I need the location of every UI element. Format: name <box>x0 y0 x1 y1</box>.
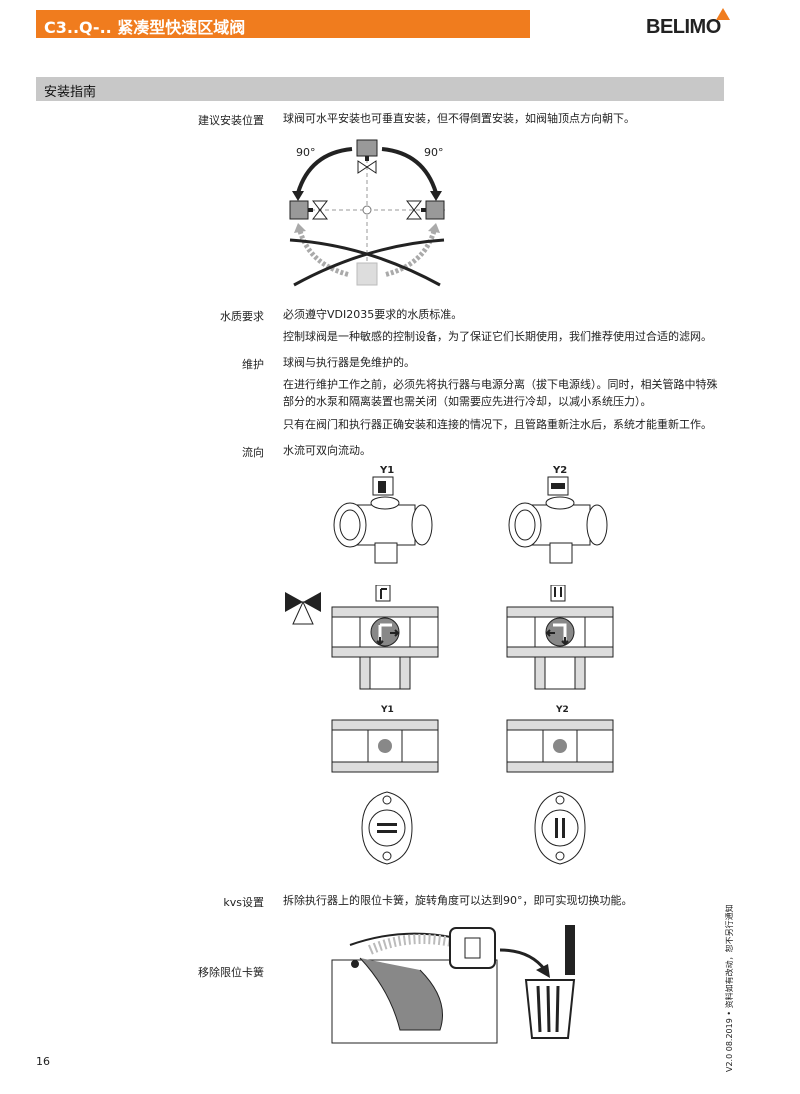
logo-mark-icon <box>716 8 730 20</box>
flange-top-y2-drawing <box>534 791 586 865</box>
install-position-text: 球阀可水平安装也可垂直安装，但不得倒置安装，如阀轴顶点方向朝下。 <box>283 112 635 125</box>
section-title: 安装指南 <box>44 85 97 100</box>
install-orientation-diagram <box>289 139 445 287</box>
revision-note: V2.0 08.2019 • 资料如有改动，恕不另行通知 <box>725 904 734 1072</box>
angle-right-label: 90° <box>424 146 444 159</box>
kvs-label: kvs设置 <box>223 896 264 909</box>
flange-top-y1-drawing <box>361 791 413 865</box>
maintenance-text-2: 在进行维护工作之前，必须先将执行器与电源分离（拔下电源线）。同时，相关管路中特殊… <box>283 378 718 408</box>
angle-left-label: 90° <box>296 146 316 159</box>
belimo-logo: BELIMO <box>646 16 721 38</box>
install-position-label: 建议安装位置 <box>198 114 264 127</box>
maintenance-label: 维护 <box>242 358 264 371</box>
remove-spring-label: 移除限位卡簧 <box>198 966 264 979</box>
header-bar <box>36 10 530 38</box>
water-quality-label: 水质要求 <box>220 310 264 323</box>
three-way-valve-symbol-icon <box>285 592 321 625</box>
kvs-text: 拆除执行器上的限位卡簧，旋转角度可以达到90°，即可实现切换功能。 <box>283 894 633 907</box>
page-number: 16 <box>36 1055 50 1068</box>
y2-label: Y2 <box>553 465 568 476</box>
valve-body-y2-drawing <box>508 476 608 564</box>
maintenance-text-1: 球阀与执行器是免维护的。 <box>283 356 415 369</box>
section-bar <box>36 77 724 101</box>
flow-text: 水流可双向流动。 <box>283 444 371 457</box>
y1-rotation-label: Y1 <box>381 705 394 715</box>
flow-label: 流向 <box>242 446 264 459</box>
y2-rotation-label: Y2 <box>556 705 569 715</box>
y1-label: Y1 <box>380 465 395 476</box>
valve-section-y1-drawing <box>331 585 439 690</box>
maintenance-text-3: 只有在阀门和执行器正确安装和连接的情况下，且管路重新注水后，系统才能重新工作。 <box>283 418 712 431</box>
valve-section-y2-drawing <box>506 585 614 690</box>
water-quality-text-1: 必须遵守VDI2035要求的水质标准。 <box>283 308 463 321</box>
valve-straight-y1-drawing <box>331 719 439 773</box>
water-quality-text-2: 控制球阀是一种敏感的控制设备，为了保证它们长期使用，我们推荐使用过合适的滤网。 <box>283 330 712 343</box>
valve-body-y1-drawing <box>333 476 433 564</box>
actuator-spring-removal-drawing <box>331 925 576 1044</box>
valve-straight-y2-drawing <box>506 719 614 773</box>
page-title: C3..Q-.. 紧凑型快速区域阀 <box>44 18 246 37</box>
